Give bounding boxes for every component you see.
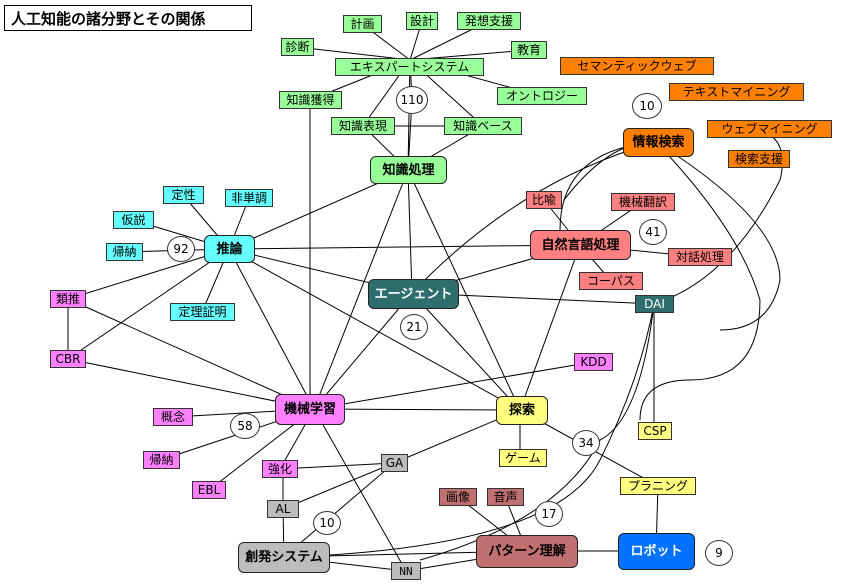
node-kinou: 帰納	[106, 243, 143, 261]
edge	[282, 462, 395, 510]
node-suiron: 推論	[204, 235, 255, 263]
paper-count-21: 21	[400, 314, 428, 340]
node-gazou: 画像	[439, 488, 477, 506]
node-kasetsu: 仮説	[113, 211, 154, 229]
edge	[407, 59, 411, 171]
node-planning: プラニング	[620, 477, 696, 495]
node-hiyu: 比喩	[526, 191, 562, 209]
edge	[228, 248, 521, 411]
paper-count-17: 17	[535, 501, 563, 527]
edge	[67, 248, 230, 360]
edge	[407, 169, 521, 411]
node-game: ゲーム	[499, 449, 547, 467]
node-chishiki-kakutoku: 知識獲得	[279, 91, 342, 109]
paper-count-110: 110	[396, 86, 428, 114]
node-kensaku-shien: 検索支援	[728, 150, 790, 168]
node-semantic-web: セマンティックウェブ	[560, 57, 714, 75]
edge	[313, 408, 521, 411]
node-text-mining: テキストマイニング	[669, 83, 804, 101]
edge-curve	[411, 141, 657, 294]
node-keikaku: 計画	[343, 15, 382, 33]
edge	[313, 361, 594, 410]
edge-curve	[329, 303, 655, 556]
node-chishiki-hyougen: 知識表現	[331, 117, 395, 135]
node-cbr: CBR	[50, 350, 86, 368]
node-nn: NN	[391, 562, 421, 580]
node-ruisui: 類推	[50, 290, 86, 308]
edge	[67, 358, 315, 410]
paper-count-34: 34	[572, 430, 600, 456]
edge-curve	[653, 129, 783, 305]
edge	[313, 408, 407, 572]
node-pattern-rikai: パターン理解	[476, 535, 578, 568]
node-kyouka: 強化	[262, 460, 298, 478]
node-ebl: EBL	[192, 481, 226, 499]
node-chishiki-shori: 知識処理	[370, 156, 447, 184]
node-expert-system: エキスパートシステム	[335, 58, 484, 76]
node-kikai-gakushuu: 機械学習	[275, 394, 345, 425]
node-kyouiku: 教育	[511, 41, 547, 59]
node-chishiki-base: 知識ベース	[444, 117, 522, 135]
node-teiri-shoumei: 定理証明	[170, 303, 235, 321]
node-hitancho: 非単調	[225, 189, 273, 207]
node-souhatsu-system: 創発システム	[238, 542, 330, 573]
node-al: AL	[267, 500, 299, 518]
edge-curve	[639, 141, 761, 421]
edge	[228, 248, 315, 410]
node-dai: DAI	[635, 295, 674, 313]
edge	[407, 169, 413, 294]
edge	[296, 46, 411, 61]
node-jouhou-kensaku: 情報検索	[623, 128, 694, 157]
node-onsei: 音声	[487, 488, 524, 506]
node-kikai-honyaku: 機械翻訳	[611, 193, 675, 211]
paper-count-9: 9	[705, 540, 733, 566]
node-shindan: 診断	[281, 38, 314, 56]
node-sekkei: 設計	[406, 12, 438, 30]
node-gainen: 概念	[153, 408, 193, 426]
diagram-title: 人工知能の諸分野とその関係	[4, 5, 252, 31]
node-shizen-gengo-shori: 自然言語処理	[530, 230, 631, 260]
node-taiwa-shori: 対話処理	[668, 248, 732, 266]
edge	[411, 292, 521, 411]
paper-count-58: 58	[230, 413, 260, 439]
edge	[67, 248, 230, 300]
edge	[279, 462, 395, 470]
node-robot: ロボット	[618, 533, 695, 570]
node-tansaku: 探索	[496, 396, 548, 425]
node-csp: CSP	[638, 422, 672, 440]
edge	[313, 169, 409, 410]
paper-count-92: 92	[167, 236, 195, 262]
edge-curve	[655, 141, 781, 331]
node-hassou-shien: 発想支援	[457, 12, 521, 30]
node-ga: GA	[381, 454, 408, 472]
edge	[283, 462, 395, 558]
paper-count-10-b: 10	[313, 511, 341, 535]
edge	[228, 244, 581, 250]
node-web-mining: ウェブマイニング	[707, 120, 832, 138]
node-kdd: KDD	[574, 353, 613, 371]
paper-count-10-a: 10	[632, 93, 662, 119]
node-agent: エージェント	[368, 279, 459, 309]
edge	[67, 298, 315, 410]
node-kinou-ml: 帰納	[143, 451, 180, 469]
edge	[313, 292, 413, 410]
node-ontology: オントロジー	[497, 87, 587, 105]
paper-count-41: 41	[639, 219, 667, 245]
node-teisei: 定性	[163, 186, 204, 204]
edge	[519, 244, 581, 411]
node-corpus: コーパス	[579, 272, 643, 290]
